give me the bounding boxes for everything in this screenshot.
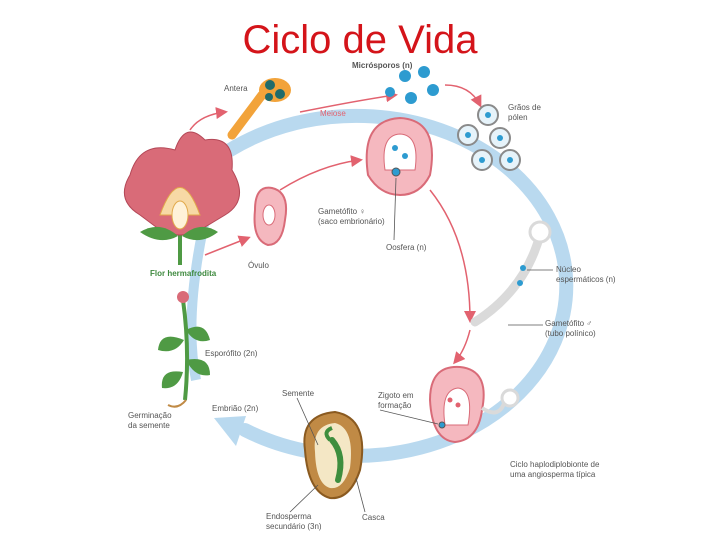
leader-casca bbox=[355, 477, 366, 513]
label-germinacao-1: Germinação bbox=[128, 411, 172, 420]
label-semente: Semente bbox=[282, 389, 315, 398]
label-meiose: Meiose bbox=[320, 109, 346, 118]
leader-zigoto bbox=[379, 409, 439, 425]
label-gametofito-m-1: Gametófito ♂ bbox=[545, 319, 592, 328]
arrow-flower-to-ovule bbox=[204, 235, 251, 256]
arrow-flower-to-anther bbox=[189, 107, 228, 131]
label-endosperma-1: Endosperma bbox=[266, 512, 312, 521]
label-gametofito-f-1: Gametófito ♀ bbox=[318, 207, 365, 216]
arrow-microsporos-to-pollen bbox=[444, 84, 482, 108]
label-flor: Flor hermafrodita bbox=[150, 269, 217, 278]
embryo-sac bbox=[365, 116, 433, 197]
arrow-sac-to-tube bbox=[429, 189, 476, 323]
label-nucleo-2: espermáticos (n) bbox=[556, 275, 616, 284]
label-gametofito-m-2: (tubo polínico) bbox=[545, 329, 596, 338]
label-casca: Casca bbox=[362, 513, 385, 522]
label-graos-2: pólen bbox=[508, 113, 528, 122]
hermaphrodite-flower bbox=[123, 131, 240, 265]
zygote-in-formation bbox=[428, 365, 520, 444]
label-endosperma-2: secundário (3n) bbox=[266, 522, 322, 531]
label-ovulo: Óvulo bbox=[248, 261, 269, 270]
label-oosfera: Oosfera (n) bbox=[386, 243, 427, 252]
microspores bbox=[385, 66, 439, 104]
label-zigoto-2: formação bbox=[378, 401, 412, 410]
seed bbox=[303, 410, 364, 500]
anther bbox=[227, 78, 291, 140]
leader-oosfera bbox=[393, 177, 397, 241]
cycle-ring bbox=[223, 108, 574, 463]
label-zigoto-1: Zigoto em bbox=[378, 391, 414, 400]
label-ciclo-2: uma angiosperma típica bbox=[510, 470, 596, 479]
label-embriao: Embrião (2n) bbox=[212, 404, 259, 413]
pollen-grains bbox=[457, 104, 521, 171]
leader-endosperma bbox=[289, 484, 319, 513]
pollen-tube bbox=[470, 220, 552, 327]
label-graos-1: Grãos de bbox=[508, 103, 541, 112]
cycle-arrowhead bbox=[214, 416, 246, 446]
label-nucleo-1: Núcleo bbox=[556, 265, 581, 274]
label-esporofito: Esporófito (2n) bbox=[205, 349, 258, 358]
arrow-ovule-to-sac bbox=[279, 155, 363, 191]
label-ciclo-1: Ciclo haplodiplobionte de bbox=[510, 460, 600, 469]
ovule bbox=[253, 186, 288, 247]
sporophyte-plant bbox=[158, 291, 210, 408]
slide-title: Ciclo de Vida bbox=[242, 18, 478, 62]
leader-semente bbox=[296, 397, 319, 446]
label-germinacao-2: da semente bbox=[128, 421, 170, 430]
label-gametofito-f-2: (saco embrionário) bbox=[318, 217, 385, 226]
label-microsporos: Micrósporos (n) bbox=[352, 61, 413, 70]
arrow-tube-to-zygote bbox=[453, 329, 471, 365]
label-antera: Antera bbox=[224, 84, 248, 93]
